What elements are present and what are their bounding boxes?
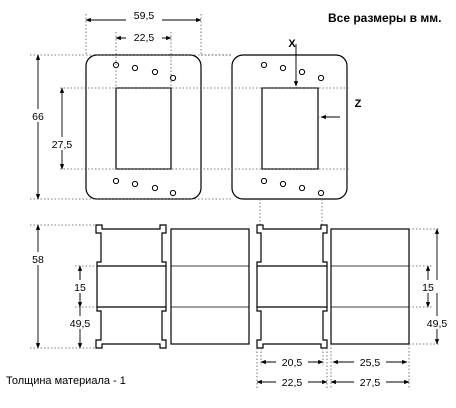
bobbin-outline-left	[85, 54, 202, 200]
side-view-4	[330, 228, 410, 345]
pin-holes-left	[112, 61, 177, 197]
side-view-3	[256, 224, 328, 267]
dim-outer-width: 59,5	[134, 10, 155, 22]
dim-side-left-inner: 15	[74, 282, 86, 294]
dim-bottom-b-inner: 25,5	[360, 357, 381, 369]
dim-side-left-lower: 49,5	[70, 318, 91, 330]
dim-bottom-a-outer: 22,5	[282, 377, 303, 389]
side-view-1	[95, 224, 167, 267]
bobbin-outline-right	[231, 54, 348, 200]
dim-side-height: 58	[32, 254, 44, 266]
side-views	[95, 224, 410, 349]
dim-window-width: 22,5	[134, 32, 155, 44]
front-view-right	[231, 54, 348, 200]
dim-side-right-lower: 49,5	[427, 318, 448, 330]
dim-window-height: 27,5	[52, 139, 73, 151]
side-view-2	[170, 228, 250, 345]
units-note: Все размеры в мм.	[328, 11, 442, 25]
projection-lines-top	[30, 14, 350, 225]
material-thickness-note: Толщина материала - 1	[6, 375, 126, 387]
dim-bottom-b-outer: 27,5	[360, 377, 381, 389]
dim-outer-height: 66	[32, 111, 44, 123]
axis-z-label: Z	[355, 98, 362, 110]
front-view-left	[85, 54, 202, 200]
dim-side-right-inner: 15	[422, 282, 434, 294]
window-left	[115, 87, 172, 170]
dim-bottom-a-inner: 20,5	[282, 357, 303, 369]
side-view-3-bottom	[256, 306, 328, 349]
axis-x-label: X	[288, 38, 296, 50]
window-right	[261, 87, 319, 170]
pin-holes-right	[260, 61, 325, 197]
side-view-1-bottom	[95, 306, 167, 349]
